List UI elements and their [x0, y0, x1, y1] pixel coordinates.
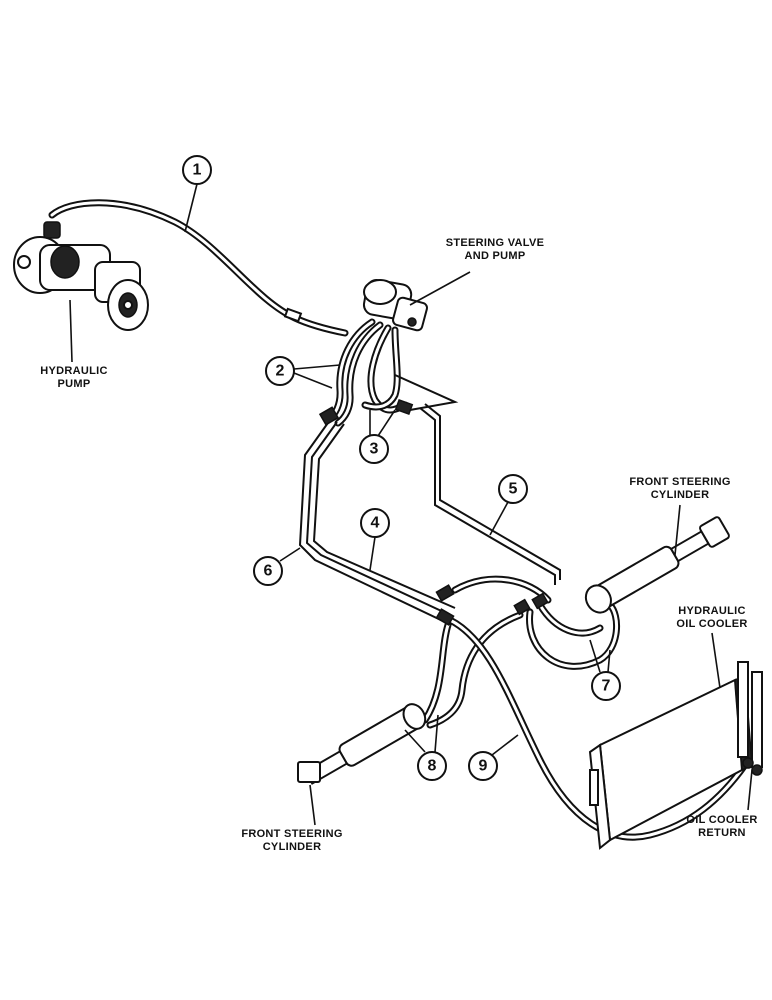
hydraulic-pump [13, 221, 149, 331]
callouts: 1 2 3 4 5 6 7 8 9 [182, 155, 621, 781]
svg-text:4: 4 [371, 515, 380, 532]
svg-text:5: 5 [509, 481, 518, 498]
steering-valve [362, 279, 428, 332]
callout-7 [591, 671, 621, 701]
component-labels: HYDRAULIC PUMP STEERING VALVE AND PUMP F… [40, 237, 757, 853]
svg-text:3: 3 [370, 441, 379, 458]
label-steering-valve-2: AND PUMP [464, 250, 525, 262]
label-steering-valve-1: STEERING VALVE [446, 237, 545, 249]
label-oil-cooler-return-1: OIL COOLER [686, 814, 757, 826]
hydraulic-oil-cooler [588, 661, 763, 850]
callout-3 [359, 434, 389, 464]
callout-1 [182, 155, 212, 185]
callout-4 [360, 508, 390, 538]
front-steering-cylinder-left [297, 703, 427, 785]
label-oil-cooler-1: HYDRAULIC [678, 605, 745, 617]
label-oil-cooler-2: OIL COOLER [676, 618, 747, 630]
front-steering-cylinder-right [584, 516, 730, 614]
callout-8 [417, 751, 447, 781]
label-front-cyl-right-1: FRONT STEERING [629, 476, 730, 488]
callout-6 [253, 556, 283, 586]
label-oil-cooler-return-2: RETURN [698, 827, 746, 839]
label-front-cyl-left-1: FRONT STEERING [241, 828, 342, 840]
label-hydraulic-pump-2: PUMP [58, 378, 91, 390]
svg-text:6: 6 [264, 563, 273, 580]
label-hydraulic-pump-1: HYDRAULIC [40, 365, 107, 377]
svg-text:8: 8 [428, 758, 437, 775]
svg-text:9: 9 [479, 758, 488, 775]
callout-9 [468, 751, 498, 781]
svg-text:1: 1 [193, 162, 202, 179]
callout-2 [265, 356, 295, 386]
label-front-cyl-left-2: CYLINDER [263, 841, 322, 853]
hose-lines [48, 199, 749, 841]
svg-text:2: 2 [276, 363, 285, 380]
callout-5 [498, 474, 528, 504]
label-front-cyl-right-2: CYLINDER [651, 489, 710, 501]
svg-text:7: 7 [602, 678, 611, 695]
